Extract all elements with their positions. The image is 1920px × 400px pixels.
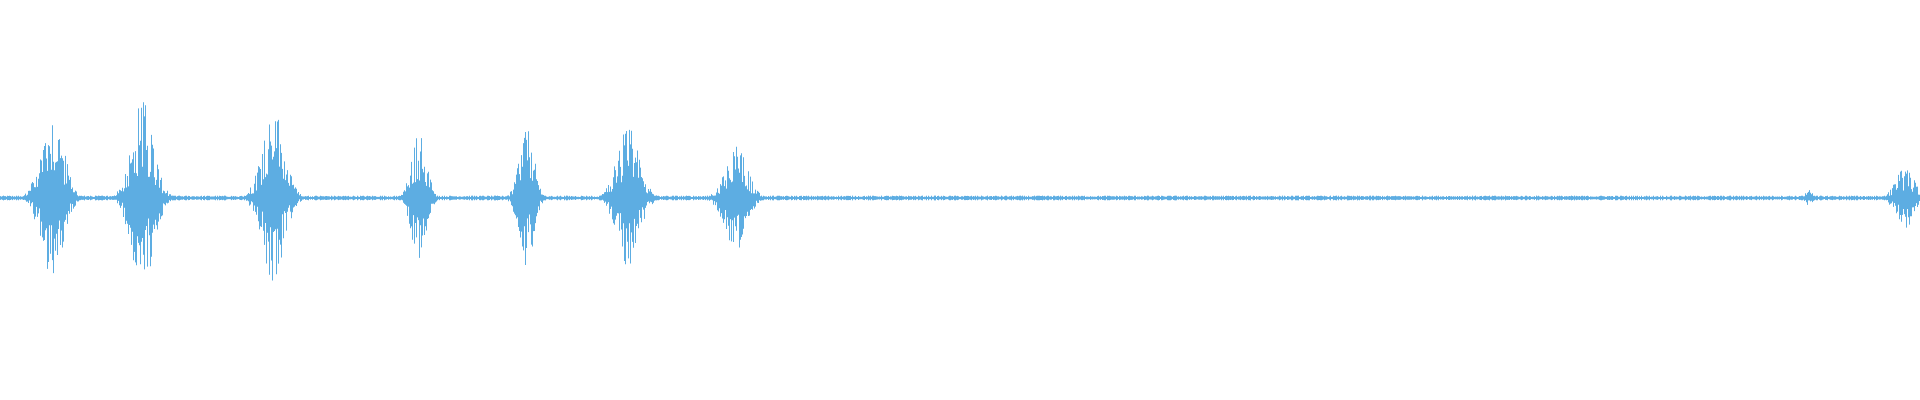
- waveform-trace: [0, 102, 1920, 281]
